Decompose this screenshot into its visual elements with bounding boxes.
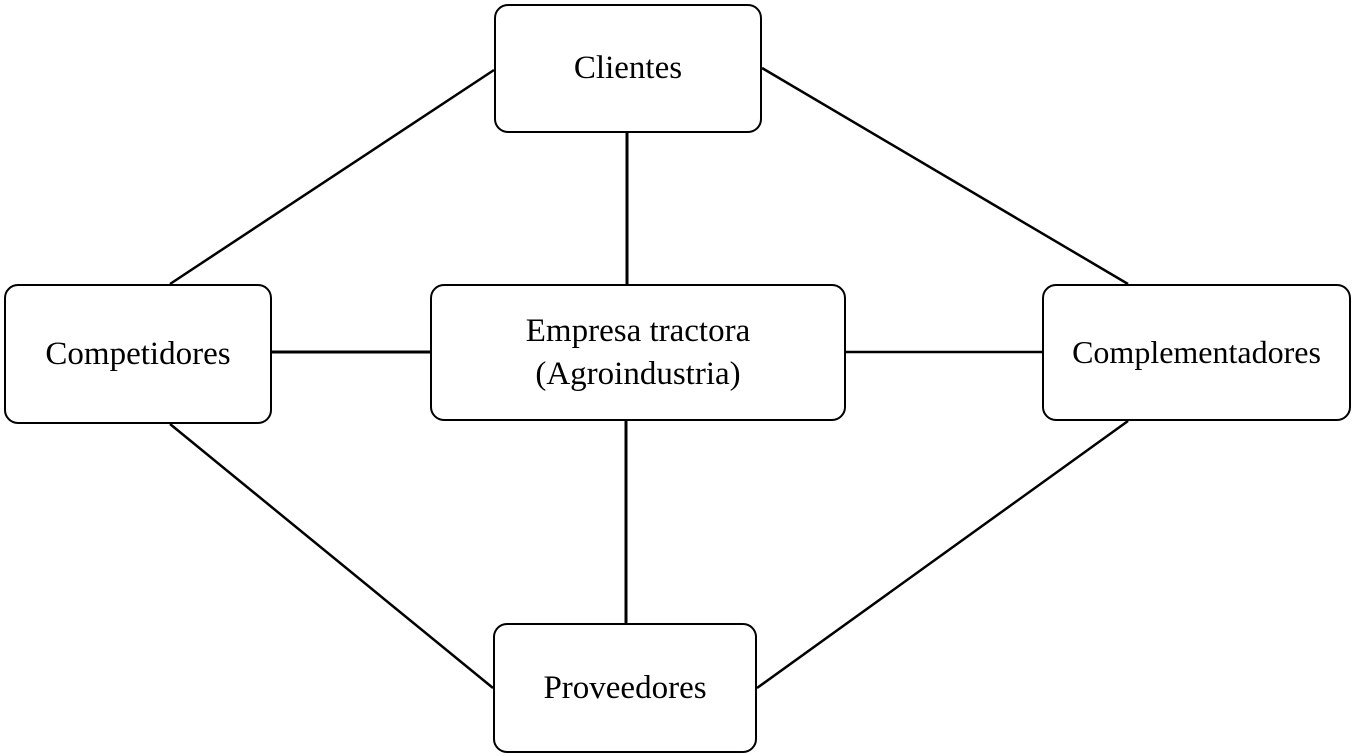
edge-complementadores-proveedores bbox=[756, 419, 1129, 690]
node-complementadores-label: Complementadores bbox=[1072, 333, 1321, 370]
node-clientes-label: Clientes bbox=[573, 50, 683, 87]
node-proveedores: Proveedores bbox=[493, 623, 757, 753]
edge-competidores-proveedores bbox=[169, 423, 494, 689]
node-competidores: Competidores bbox=[4, 284, 272, 424]
node-competidores-label: Competidores bbox=[45, 335, 231, 372]
node-empresa-tractora: Empresa tractora (Agroindustria) bbox=[430, 284, 846, 421]
node-empresa-label-line2: (Agroindustria) bbox=[535, 355, 741, 392]
node-empresa-label-line1: Empresa tractora bbox=[525, 312, 751, 349]
edge-clientes-competidores bbox=[169, 68, 495, 286]
node-proveedores-label: Proveedores bbox=[543, 669, 707, 706]
node-complementadores: Complementadores bbox=[1042, 284, 1351, 421]
node-clientes: Clientes bbox=[494, 4, 762, 133]
edge-clientes-complementadores bbox=[761, 66, 1129, 286]
